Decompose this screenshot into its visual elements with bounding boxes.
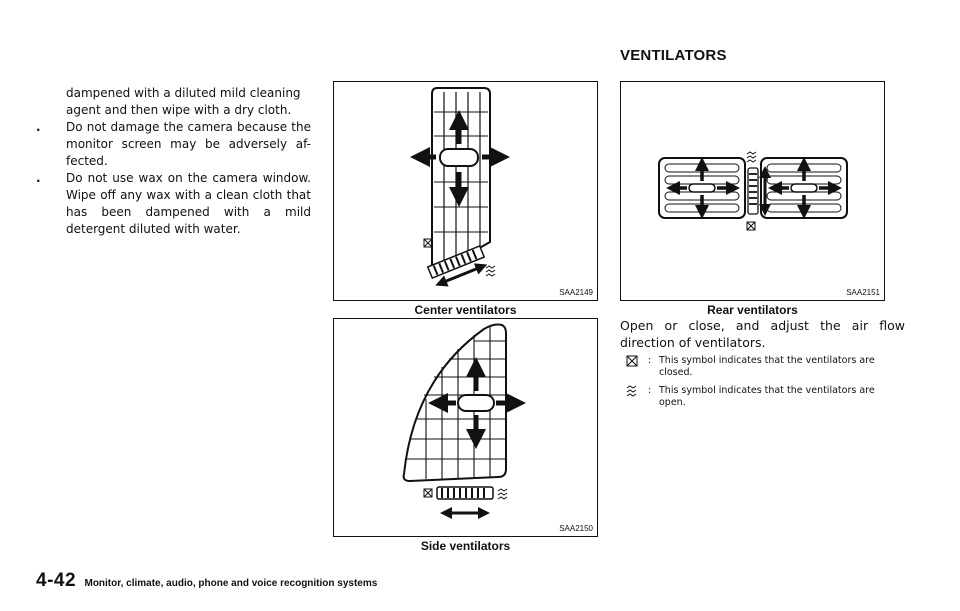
closed-vent-icon xyxy=(626,355,638,367)
legend-text: This symbol indicates that the ventilato… xyxy=(659,355,875,378)
continuation-line-2: agent and then wipe with a dry cloth. xyxy=(66,103,292,117)
page-footer: 4-42 Monitor, climate, audio, phone and … xyxy=(36,570,377,592)
rear-ventilators-illustration xyxy=(658,151,848,231)
open-vent-icon xyxy=(626,385,637,397)
legend-colon: : xyxy=(648,355,652,366)
body-paragraph: Open or close, and adjust the air flow d… xyxy=(620,318,905,350)
center-ventilators-illustration xyxy=(410,87,510,287)
figure-code: SAA2150 xyxy=(559,524,593,533)
legend-colon: : xyxy=(648,385,652,396)
bullet-text: Do not damage the camera because the mon… xyxy=(66,120,311,168)
figure-code: SAA2151 xyxy=(846,288,880,297)
bullet-mark: . xyxy=(36,171,41,185)
figure-caption: Side ventilators xyxy=(420,539,511,553)
side-ventilators-illustration xyxy=(402,323,526,519)
center-ventilators-figure: SAA2149 xyxy=(333,81,598,301)
legend-text: This symbol indicates that the ventilato… xyxy=(659,385,875,408)
bullet-item: . Do not use wax on the camera window. W… xyxy=(36,170,311,238)
section-title: Monitor, climate, audio, phone and voice… xyxy=(84,578,378,589)
bullet-mark: . xyxy=(36,120,41,134)
side-ventilators-figure: SAA2150 xyxy=(333,318,598,537)
left-text-column: dampened with a diluted mild cleaning ag… xyxy=(36,85,311,238)
bullet-item: . Do not damage the camera because the m… xyxy=(36,119,311,170)
section-heading: VENTILATORS xyxy=(620,47,727,64)
rear-ventilators-figure: SAA2151 xyxy=(620,81,885,301)
figure-caption: Rear ventilators xyxy=(707,303,798,317)
figure-code: SAA2149 xyxy=(559,288,593,297)
figure-caption: Center ventilators xyxy=(414,303,517,317)
page-number: 4-42 xyxy=(36,570,77,591)
bullet-text: Do not use wax on the camera window. Wip… xyxy=(66,171,311,236)
continuation-line-1: dampened with a diluted mild cleaning xyxy=(66,86,301,100)
